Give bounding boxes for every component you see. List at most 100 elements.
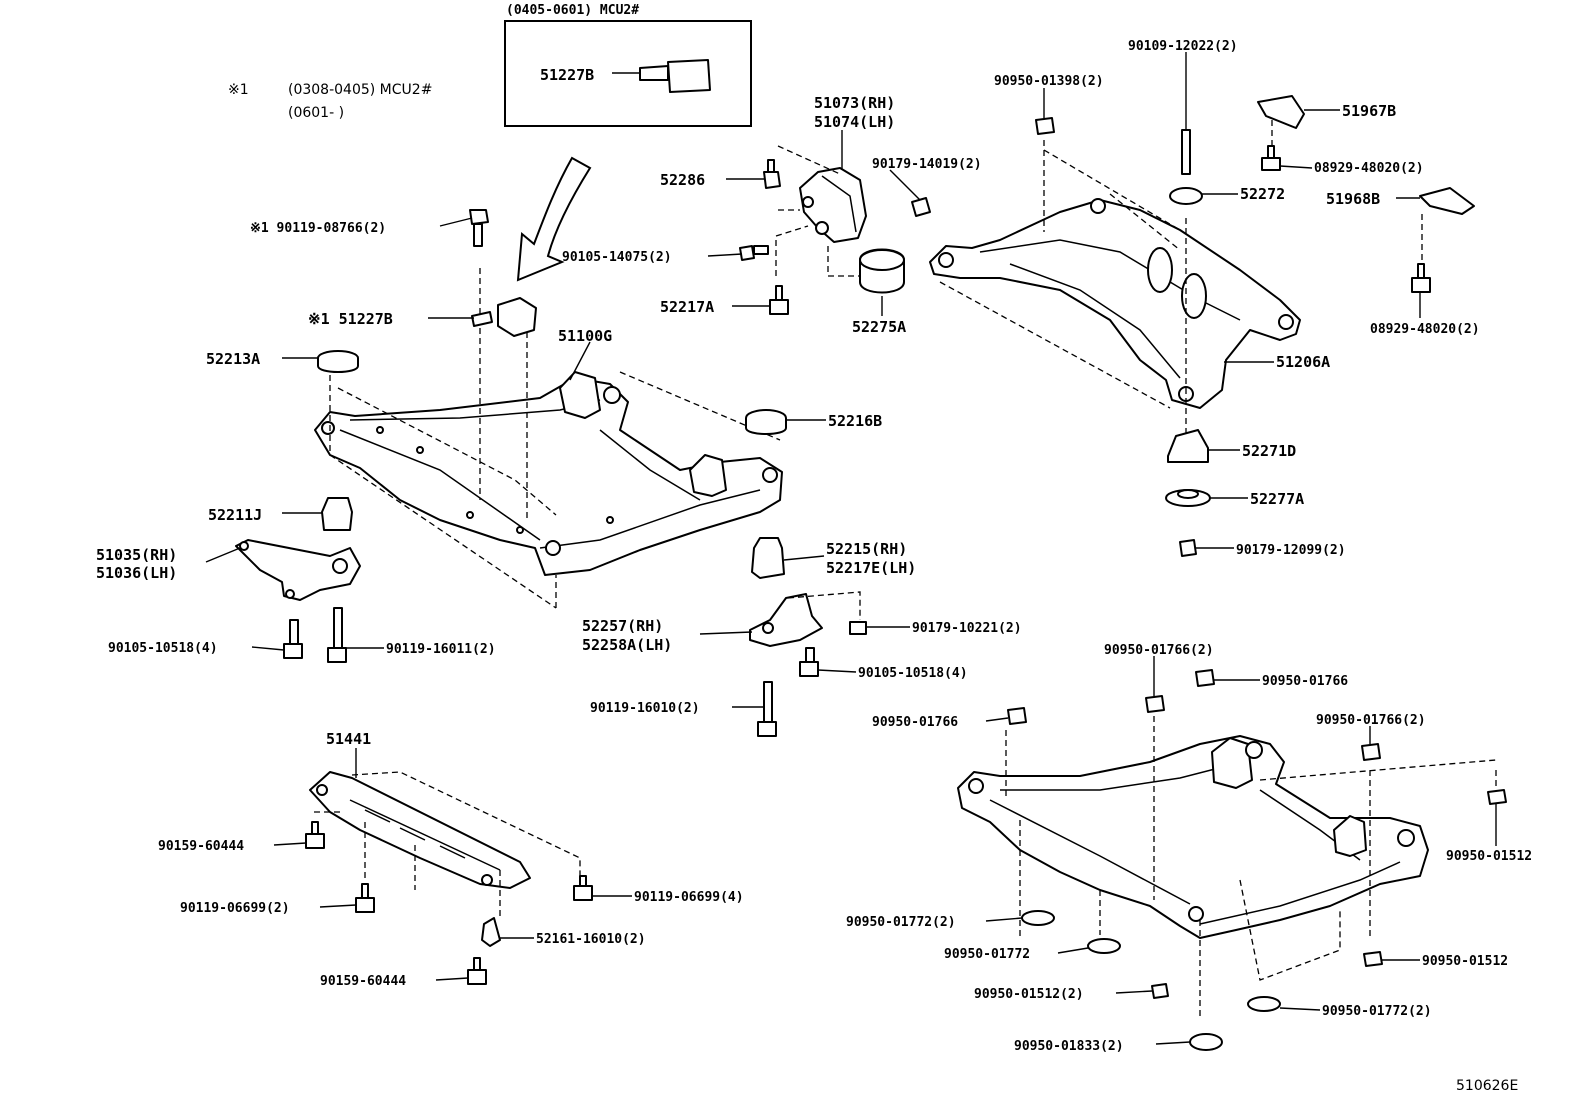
label-51206A: 51206A [1276, 353, 1330, 371]
mount-52215-icon [751, 537, 785, 579]
bushing-52272-icon [1169, 187, 1203, 205]
label-90119-16011: 90119-16011(2) [386, 642, 496, 657]
washer-90950-01772b-icon [1087, 938, 1121, 954]
bracket-51035-icon [235, 539, 361, 601]
bolt-90109-12022-icon [1181, 129, 1191, 175]
label-90950-01772a: 90950-01772(2) [846, 915, 956, 930]
washer-90950-01772a-icon [1021, 910, 1055, 926]
label-90179-12099: 90179-12099(2) [1236, 543, 1346, 558]
bracket-51968B-icon [1419, 187, 1475, 215]
label-51036: 51036(LH) [96, 564, 177, 582]
inset-box [504, 20, 752, 127]
label-90950-01766c: 90950-01766 [872, 715, 958, 730]
nut-90950-01512c-icon [1151, 983, 1169, 999]
bolt-08929-48020a-icon [1261, 145, 1281, 171]
label-52216B: 52216B [828, 412, 882, 430]
inset-clip-icon [612, 59, 711, 93]
label-90950-01512b: 90950-01512 [1422, 954, 1508, 969]
label-51100G: 51100G [558, 327, 612, 345]
label-52217E: 52217E(LH) [826, 559, 916, 577]
nut-90179-14019-icon [911, 197, 931, 217]
bolt-52286-icon [763, 159, 781, 189]
label-08929-48020b: 08929-48020(2) [1370, 322, 1480, 337]
label-90179-10221: 90179-10221(2) [912, 621, 1022, 636]
label-52277A: 52277A [1250, 490, 1304, 508]
bolt-90159-60444b-icon [467, 957, 487, 985]
label-52211J: 52211J [208, 506, 262, 524]
label-90950-01833: 90950-01833(2) [1014, 1039, 1124, 1054]
label-90109-12022: 90109-12022(2) [1128, 39, 1238, 54]
bracket-51967B-icon [1257, 95, 1305, 129]
label-52217A: 52217A [660, 298, 714, 316]
bolt-90119-06699b-icon [573, 875, 593, 901]
note-line1: (0308-0405) MCU2# [288, 82, 432, 98]
label-52258A: 52258A(LH) [582, 636, 672, 654]
nut-90950-01766b-icon [1195, 669, 1215, 687]
label-90159-60444a: 90159-60444 [158, 839, 244, 854]
bushing-52271D-icon [1167, 429, 1209, 463]
bushing-52216B-icon [745, 409, 787, 435]
diagram-id: 510626E [1456, 1078, 1518, 1094]
label-51967B: 51967B [1342, 102, 1396, 120]
rear-subframe-51206A [929, 198, 1301, 409]
bolt-90119-16011-icon [327, 607, 347, 663]
bolt-90105-14075-icon [739, 245, 769, 261]
inset-part-label: 51227B [540, 66, 594, 84]
label-51035: 51035(RH) [96, 546, 177, 564]
label-52286: 52286 [660, 171, 705, 189]
label-52275A: 52275A [852, 318, 906, 336]
label-52271D: 52271D [1242, 442, 1296, 460]
bushing-52275A-icon [859, 248, 905, 294]
nut-90950-01766c-icon [1007, 707, 1027, 725]
subframe-lower-right [957, 735, 1429, 939]
washer-52277A-icon [1165, 489, 1211, 507]
label-90950-01766d: 90950-01766(2) [1316, 713, 1426, 728]
bolt-90159-60444a-icon [305, 821, 325, 849]
nut-90950-01512b-icon [1363, 951, 1383, 967]
label-90119-08766: ※1 90119-08766(2) [250, 221, 386, 236]
bolt-90105-10518a-icon [283, 619, 303, 659]
label-52257: 52257(RH) [582, 617, 663, 635]
label-90179-14019: 90179-14019(2) [872, 157, 982, 172]
nut-90950-01766d-icon [1361, 743, 1381, 761]
bracket-51227B-star [471, 297, 537, 337]
bolt-90105-10518b-icon [799, 647, 819, 677]
bolt-90119-16010-icon [757, 681, 777, 737]
nut-90179-12099-icon [1179, 539, 1197, 557]
nut-90950-01512a-icon [1487, 789, 1507, 805]
label-90950-01512c: 90950-01512(2) [974, 987, 1084, 1002]
note-mark: ※1 [228, 82, 249, 98]
label-90950-01766a: 90950-01766(2) [1104, 643, 1214, 658]
bushing-52211J-icon [321, 497, 353, 531]
bolt-90119-06699a-icon [355, 883, 375, 913]
leader-lines [205, 52, 1497, 1045]
label-90950-01398: 90950-01398(2) [994, 74, 1104, 89]
bracket-52257-icon [749, 593, 823, 647]
label-52215: 52215(RH) [826, 540, 907, 558]
label-90159-60444b: 90159-60444 [320, 974, 406, 989]
label-51074: 51074(LH) [814, 113, 895, 131]
label-52272: 52272 [1240, 185, 1285, 203]
inset-header: (0405-0601) MCU2# [506, 3, 639, 18]
label-90119-06699a: 90119-06699(2) [180, 901, 290, 916]
label-90105-10518a: 90105-10518(4) [108, 641, 218, 656]
label-90105-14075: 90105-14075(2) [562, 250, 672, 265]
label-90950-01512a: 90950-01512 [1446, 849, 1532, 864]
washer-90950-01772c-icon [1247, 996, 1281, 1012]
label-51968B: 51968B [1326, 190, 1380, 208]
bolt-08929-48020b-icon [1411, 263, 1431, 293]
label-90105-10518b: 90105-10518(4) [858, 666, 968, 681]
engine-mount-51073-icon [799, 167, 867, 243]
bolt-90950-01398-icon [1035, 117, 1055, 135]
label-08929-48020a: 08929-48020(2) [1314, 161, 1424, 176]
bolt-52217A-icon [769, 285, 789, 315]
nut-90179-10221-icon [849, 621, 867, 635]
label-52213A: 52213A [206, 350, 260, 368]
label-90950-01772c: 90950-01772(2) [1322, 1004, 1432, 1019]
undercover-51441 [309, 771, 531, 889]
label-51227B-star: ※1 51227B [308, 310, 393, 328]
label-90950-01772b: 90950-01772 [944, 947, 1030, 962]
bolt-90119-08766-icon [469, 209, 489, 247]
